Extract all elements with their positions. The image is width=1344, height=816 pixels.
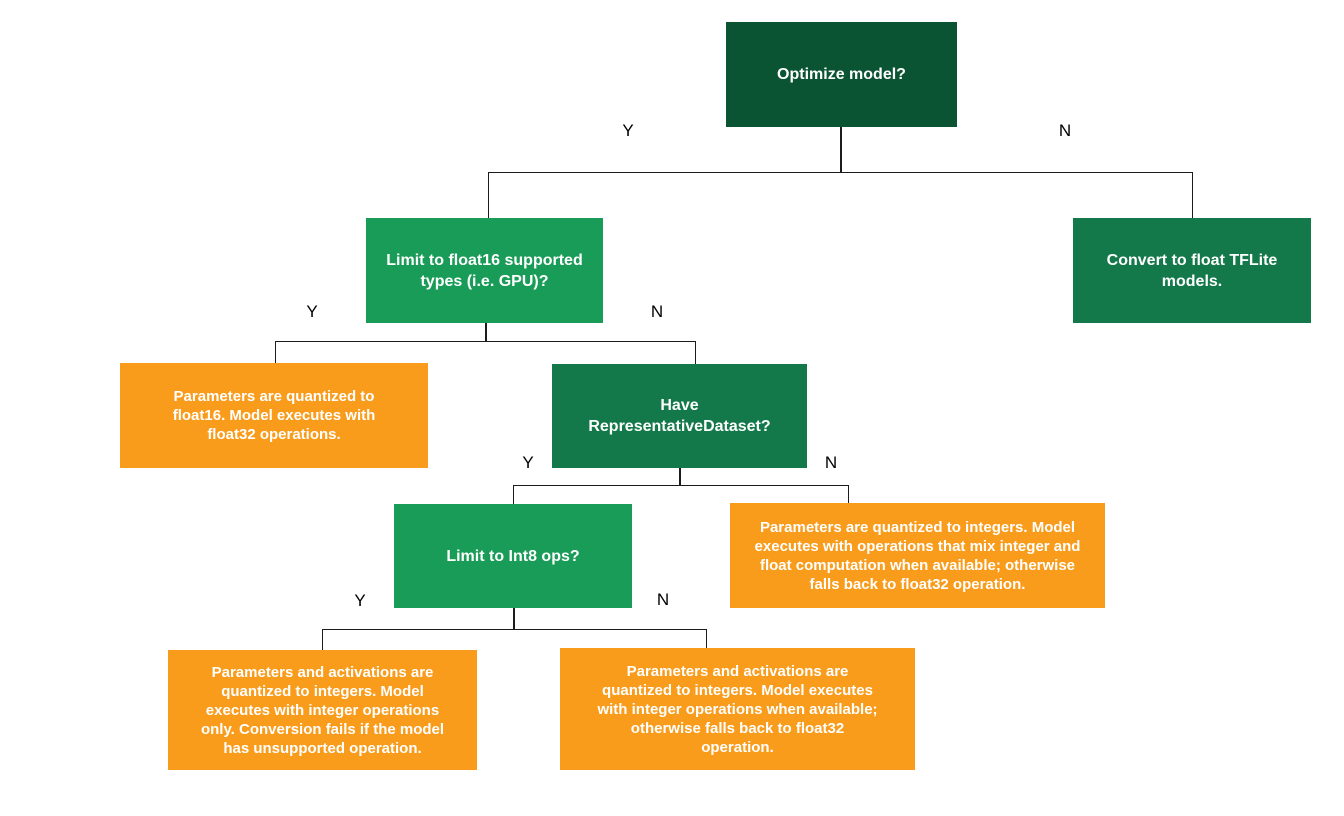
connector-optimize-stem [840,127,842,172]
connector-optimize-no-drop [1192,172,1193,218]
label-optimize-no: N [1058,121,1072,140]
connector-float16-stem [485,323,487,341]
node-outcome-float16-quantized: Parameters are quantized to float16. Mod… [120,363,428,468]
connector-representative-crossbar [513,485,848,486]
node-limit-int8-ops: Limit to Int8 ops? [394,504,632,608]
connector-optimize-yes-drop [488,172,489,218]
node-outcome-integer-only: Parameters and activations are quantized… [168,650,477,770]
label-representative-yes: Y [522,453,534,472]
label-int8-no: N [656,590,670,609]
connector-optimize-crossbar [488,172,1193,173]
label-optimize-yes: Y [622,121,634,140]
label-representative-no: N [824,453,838,472]
connector-representative-stem [679,468,681,485]
connector-float16-crossbar [275,341,695,342]
node-outcome-mixed-quantization: Parameters are quantized to integers. Mo… [730,503,1105,608]
connector-int8-yes-drop [322,629,323,650]
connector-representative-no-drop [848,485,849,503]
label-float16-no: N [650,302,664,321]
connector-float16-yes-drop [275,341,276,363]
connector-representative-yes-drop [513,485,514,504]
node-convert-float-tflite: Convert to float TFLite models. [1073,218,1311,323]
node-outcome-integer-fallback: Parameters and activations are quantized… [560,648,915,770]
connector-int8-crossbar [322,629,706,630]
connector-int8-stem [513,608,515,629]
node-have-representative-dataset: Have RepresentativeDataset? [552,364,807,468]
label-float16-yes: Y [306,302,318,321]
node-limit-float16: Limit to float16 supported types (i.e. G… [366,218,603,323]
connector-int8-no-drop [706,629,707,648]
label-int8-yes: Y [354,591,366,610]
node-optimize-model: Optimize model? [726,22,957,127]
connector-float16-no-drop [695,341,696,364]
